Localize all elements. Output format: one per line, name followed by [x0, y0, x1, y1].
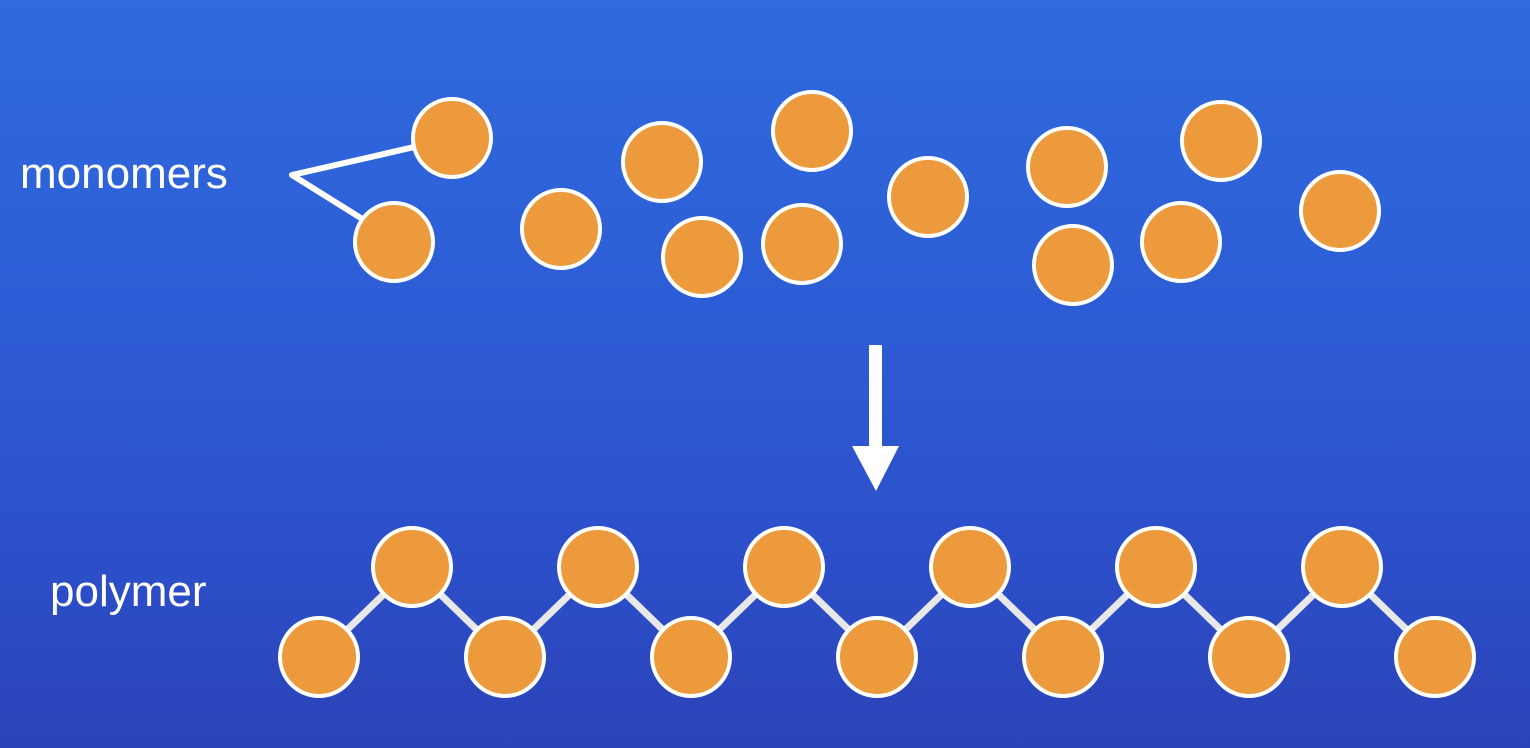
- polymer-label: polymer: [50, 567, 207, 616]
- monomer-circle: [621, 121, 703, 203]
- monomer-circle: [887, 156, 969, 238]
- monomers-label: monomers: [20, 149, 228, 198]
- polymer-unit-circle: [278, 616, 360, 698]
- monomer-circle: [1140, 201, 1222, 283]
- monomer-circle: [1299, 170, 1381, 252]
- reaction-arrow: [852, 345, 899, 491]
- polymer-unit-circle: [557, 526, 639, 608]
- polymer-chain: [278, 526, 1476, 698]
- monomer-circle: [411, 97, 493, 179]
- polymer-unit-circle: [929, 526, 1011, 608]
- polymer-unit-circle: [743, 526, 825, 608]
- monomer-circle: [1032, 224, 1114, 306]
- polymer-unit-circle: [650, 616, 732, 698]
- polymer-unit-circle: [1208, 616, 1290, 698]
- polymer-unit-circle: [1115, 526, 1197, 608]
- polymer-unit-circle: [836, 616, 918, 698]
- monomer-circle: [761, 203, 843, 285]
- monomer-group: [353, 90, 1381, 306]
- monomer-circle: [520, 188, 602, 270]
- polymer-unit-circle: [1022, 616, 1104, 698]
- monomer-circle: [771, 90, 853, 172]
- monomer-circle: [353, 201, 435, 283]
- monomer-circle: [661, 216, 743, 298]
- monomer-circle: [1026, 126, 1108, 208]
- polymer-unit-circle: [464, 616, 546, 698]
- polymer-unit-circle: [1394, 616, 1476, 698]
- reaction-arrow-head: [852, 446, 899, 491]
- polymer-unit-circle: [371, 526, 453, 608]
- monomer-circle: [1180, 100, 1262, 182]
- polymer-unit-circle: [1301, 526, 1383, 608]
- reaction-arrow-shaft: [869, 345, 882, 450]
